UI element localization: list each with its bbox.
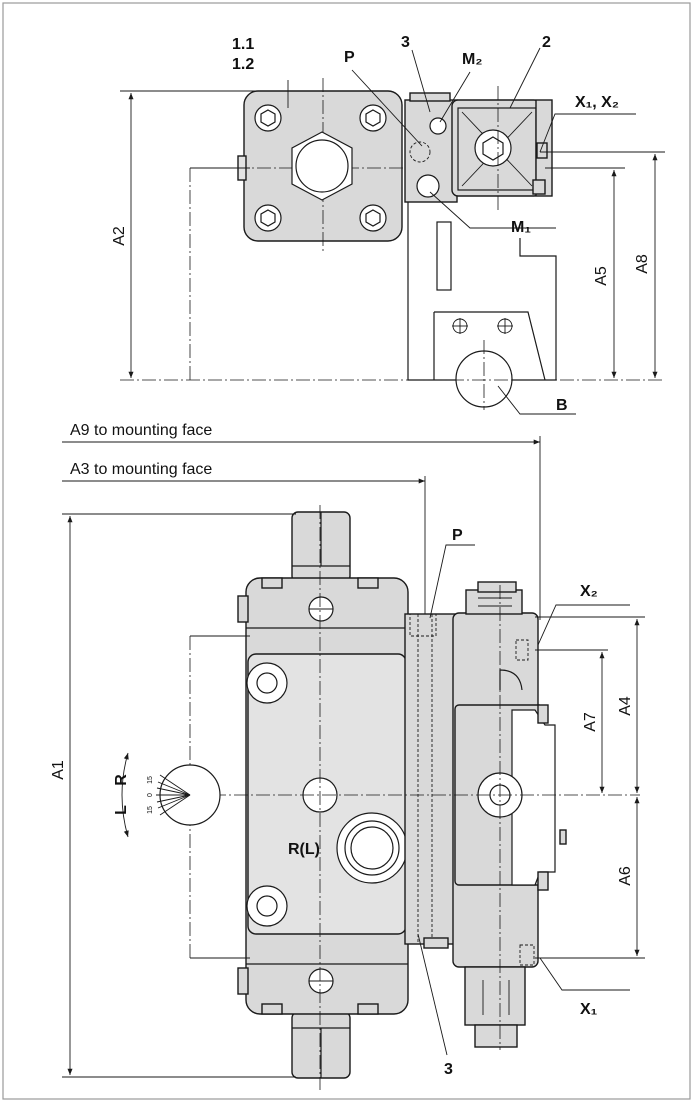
label-2: 2 [542,34,551,51]
label-X2: X₂ [580,583,598,600]
top-view: A2 A5 A8 1.1 1.2 3 2 P M₂ X₁, X₂ M₁ B [111,34,665,415]
note-A3: A3 to mounting face [70,461,212,478]
label-P-bottom: P [452,527,463,544]
scale-right: 15 [147,806,154,814]
label-1-1: 1.1 [232,36,254,53]
scale-left: 15 [147,776,154,784]
dim-A4: A4 [617,696,634,716]
label-RL: R(L) [288,841,320,858]
dim-A5: A5 [593,266,610,286]
rotation-scale [156,774,191,816]
dim-A7: A7 [582,712,599,732]
hex-plug-top [291,131,353,201]
label-M2: M₂ [462,51,482,68]
label-rot-L: L [113,805,130,815]
dim-A8: A8 [634,254,651,274]
mounting-face-dims: A9 to mounting face A3 to mounting face [62,422,541,620]
label-X1: X₁ [580,1001,598,1018]
adapter-block-3-side [404,613,456,945]
dim-A2: A2 [111,226,128,246]
label-3-top: 3 [401,34,410,51]
bolt-heads-top [254,104,387,232]
label-rot-R: R [113,774,130,786]
mounting-flange-top [407,202,557,408]
dim-A6: A6 [617,866,634,886]
bottom-fitting [464,966,526,1026]
label-1-2: 1.2 [232,56,254,73]
label-P-top: P [344,49,355,66]
label-B: B [556,397,568,414]
label-X1X2: X₁, X₂ [575,94,619,111]
dim-A1: A1 [50,760,67,780]
label-M1: M₁ [511,219,531,236]
label-3-bottom: 3 [444,1061,453,1078]
top-fitting [465,589,523,615]
port-RL [336,812,408,884]
side-view: 15 0 15 R L A1 A4 A7 A6 P X₂ X₁ 3 R(L) [50,505,645,1090]
scale-mid: 0 [147,793,154,797]
note-A9: A9 to mounting face [70,422,212,439]
